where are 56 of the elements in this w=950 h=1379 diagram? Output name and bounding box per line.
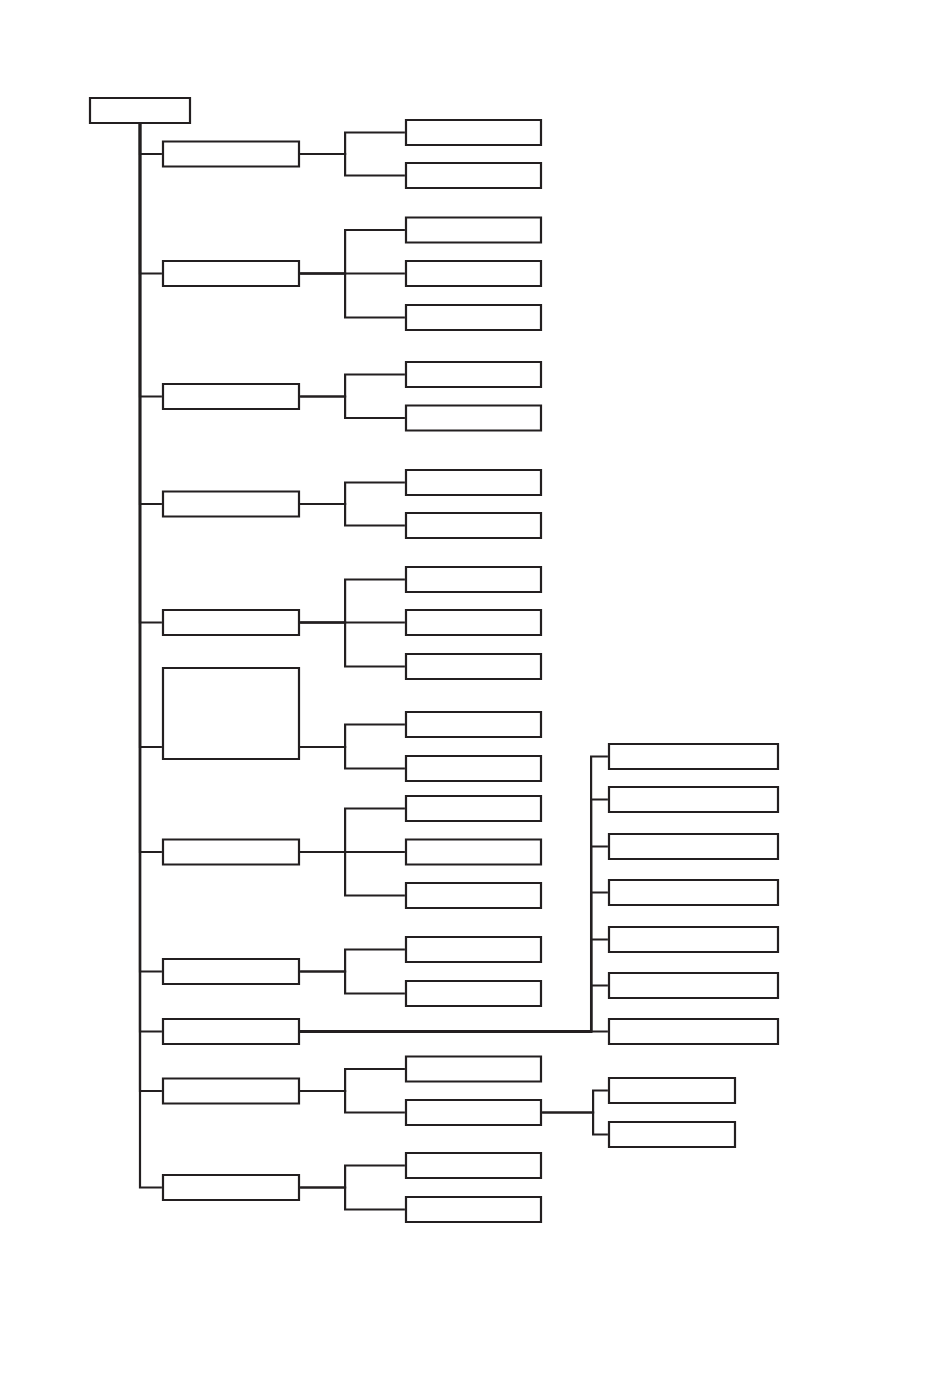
empty-box bbox=[607, 785, 780, 814]
empty-box bbox=[161, 666, 301, 761]
empty-box bbox=[161, 259, 301, 288]
empty-box bbox=[88, 96, 192, 125]
connector-line bbox=[300, 621, 405, 668]
connector-line bbox=[300, 152, 405, 177]
connector-line bbox=[300, 395, 405, 420]
empty-box bbox=[404, 710, 543, 739]
empty-box bbox=[404, 1195, 543, 1224]
empty-box bbox=[607, 832, 780, 861]
empty-box bbox=[161, 608, 301, 637]
connector-line bbox=[300, 1030, 608, 1033]
connector-line bbox=[542, 1111, 608, 1136]
empty-box bbox=[161, 490, 301, 518]
empty-box bbox=[404, 259, 543, 288]
empty-box bbox=[404, 1098, 543, 1127]
connector-line bbox=[300, 1089, 405, 1114]
empty-box bbox=[161, 382, 301, 411]
empty-box bbox=[161, 1077, 301, 1105]
empty-box bbox=[404, 404, 543, 432]
empty-box bbox=[607, 878, 780, 907]
connector-line bbox=[300, 850, 405, 897]
empty-box bbox=[404, 1055, 543, 1083]
empty-box bbox=[404, 511, 543, 540]
connector-line bbox=[300, 970, 405, 995]
empty-box bbox=[404, 216, 543, 244]
empty-box bbox=[404, 838, 543, 866]
empty-box bbox=[607, 925, 780, 954]
empty-box bbox=[161, 957, 301, 986]
empty-box bbox=[404, 754, 543, 783]
empty-box bbox=[607, 742, 780, 771]
empty-box bbox=[404, 935, 543, 964]
empty-box bbox=[404, 303, 543, 332]
empty-box bbox=[404, 881, 543, 910]
connector-line bbox=[300, 745, 405, 770]
connector-line bbox=[300, 272, 405, 319]
empty-box bbox=[607, 1120, 737, 1149]
empty-box bbox=[404, 794, 543, 823]
empty-box bbox=[161, 1017, 301, 1046]
connector-line bbox=[300, 502, 405, 527]
empty-box bbox=[404, 979, 543, 1008]
empty-box bbox=[607, 971, 780, 1000]
empty-box bbox=[404, 161, 543, 190]
empty-box bbox=[404, 468, 543, 497]
empty-box bbox=[404, 565, 543, 594]
empty-box bbox=[404, 1151, 543, 1180]
empty-box bbox=[607, 1017, 780, 1046]
empty-box bbox=[161, 1173, 301, 1202]
empty-box bbox=[161, 838, 301, 866]
empty-box bbox=[404, 360, 543, 389]
empty-box bbox=[404, 652, 543, 681]
connector-line bbox=[300, 1186, 405, 1211]
empty-box bbox=[607, 1076, 737, 1105]
empty-box bbox=[404, 118, 543, 147]
empty-box bbox=[161, 140, 301, 168]
empty-box bbox=[404, 608, 543, 637]
